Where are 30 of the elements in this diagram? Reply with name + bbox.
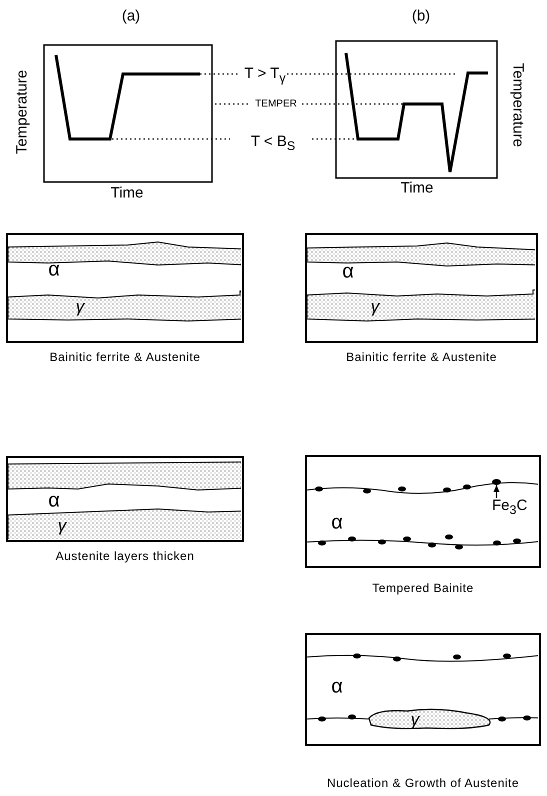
phase-label: α <box>48 490 60 512</box>
node-label: Austenite layers thicken <box>56 549 194 563</box>
phase-label: γ <box>370 297 380 317</box>
axis-label: T < B$_{S}$ <box>250 133 296 153</box>
phase-label: α <box>331 512 343 534</box>
axis-label: (b) <box>412 8 430 24</box>
axis-label: TEMPER <box>255 98 297 110</box>
phase-label: α <box>48 258 60 282</box>
phase-label: γ <box>58 516 66 536</box>
phase-label: α <box>342 260 354 284</box>
phase-label: α <box>331 676 343 698</box>
node-label: Bainitic ferrite & Austenite <box>346 350 497 364</box>
microstructure-panel <box>305 633 541 746</box>
leader-line <box>494 485 500 498</box>
axis-label: T > T$_{γ}$ <box>244 65 286 85</box>
microstructure-panel <box>305 233 538 343</box>
axis-label: Time <box>400 180 434 196</box>
axis-label: (a) <box>122 8 140 24</box>
axis-label: Temperature <box>510 62 526 148</box>
microstructure-panel <box>6 233 244 343</box>
axis-label: Temperature <box>14 70 30 154</box>
microstructure-panel <box>305 455 541 568</box>
phase-label: γ <box>76 297 84 317</box>
phase-label: γ <box>410 710 420 730</box>
axis-label: Time <box>110 184 144 202</box>
node-label: Nucleation & Growth of Austenite <box>326 776 520 790</box>
node-label: Tempered Bainite <box>372 581 474 595</box>
carbide-particle <box>492 479 501 485</box>
node-label: Bainitic ferrite & Austenite <box>50 350 200 364</box>
phase-label: Fe$_{3}$C <box>492 497 528 517</box>
